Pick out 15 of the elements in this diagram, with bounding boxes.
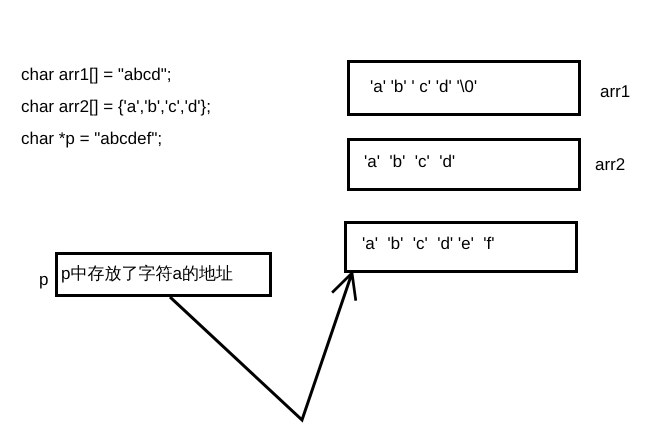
code-line: char arr2[] = {'a','b','c','d'};: [21, 97, 211, 117]
note-text: p中存放了字符a的地址: [61, 264, 233, 284]
pointer-box: [55, 252, 272, 297]
memory-box: [347, 138, 581, 191]
char-values: 'a' 'b' ' c' 'd' '\0': [370, 77, 478, 97]
char-values: 'a' 'b' 'c' 'd': [364, 152, 456, 172]
variable-name: arr1: [600, 82, 630, 102]
memory-box: [344, 221, 578, 273]
char-values: 'a' 'b' 'c' 'd' 'e' 'f': [362, 234, 494, 254]
code-line: char arr1[] = "abcd";: [21, 65, 172, 85]
variable-name: arr2: [595, 155, 626, 175]
memory-box: [347, 60, 581, 116]
arrow: [168, 272, 358, 423]
code-line: char *p = "abcdef";: [21, 129, 162, 149]
variable-name: p: [39, 270, 48, 290]
